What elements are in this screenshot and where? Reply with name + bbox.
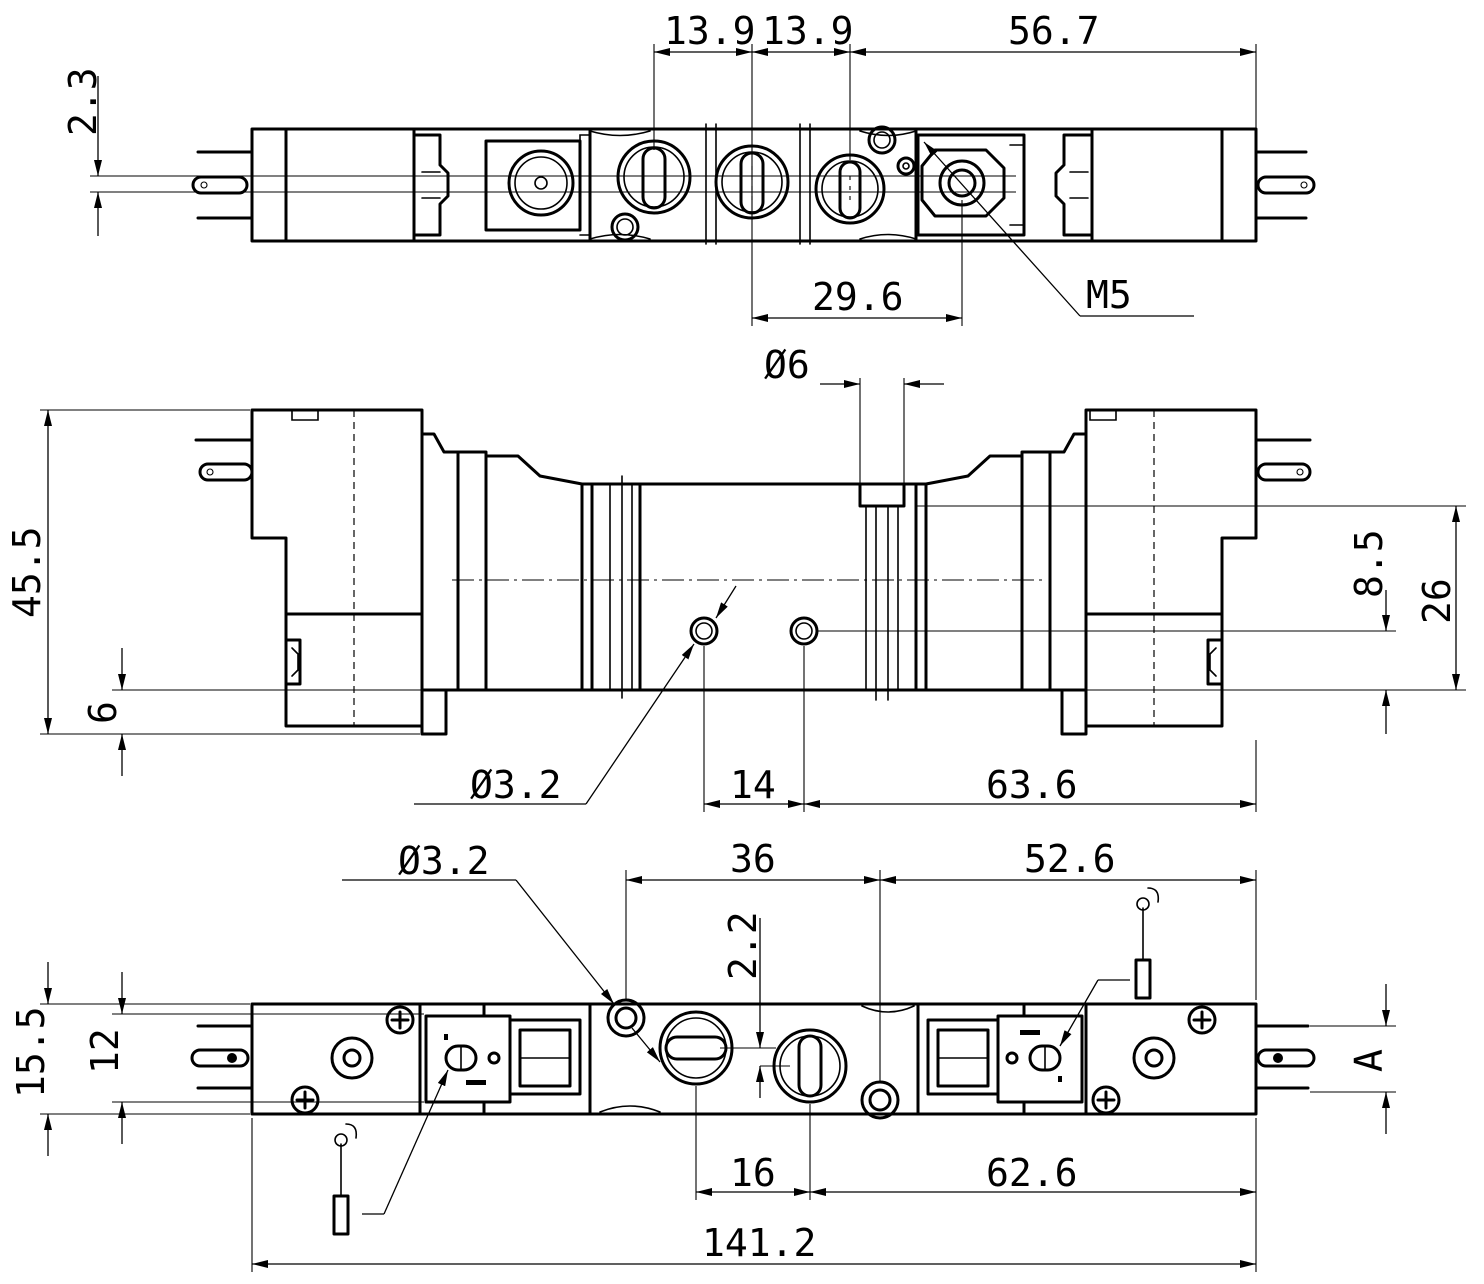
dim-16: 16 [696,1151,810,1196]
top-body-outline [250,127,1258,243]
dim-62-6: 62.6 [810,1151,1256,1196]
side-hole-a [689,616,719,646]
thread-m5-label: M5 [1086,273,1132,317]
dim-52-6: 52.6 [880,837,1256,884]
mount-hole-lower [610,212,640,242]
dim-52-6-label: 52.6 [1024,837,1116,881]
dim-2-3: 2.3 [61,67,105,236]
dim-45-5-label: 45.5 [5,526,49,618]
dim-29-6: 29.6 [752,275,962,322]
mount-hole-upper [867,125,897,155]
side-view: Ø6 45.5 6 8.5 26 [5,343,1466,812]
dim-26: 26 [1415,506,1460,690]
side-hole-b [789,616,819,646]
dim-13-9-a: 13.9 [654,9,756,56]
screw-3 [1187,1005,1217,1035]
dim-26-label: 26 [1415,578,1459,624]
dim-56-7: 56.7 [850,9,1256,56]
dim-62-6-label: 62.6 [986,1151,1078,1195]
nut-right [1132,1036,1176,1080]
dim-phi3-2-side-label: Ø3.2 [470,763,562,807]
dim-36-label: 36 [730,837,776,881]
dim-141-2: 141.2 [252,1221,1256,1268]
dim-6-label: 6 [81,701,125,724]
leader-phi3-2-side: Ø3.2 [414,585,737,807]
dim-13-9-b-label: 13.9 [762,9,854,53]
screwdriver-icon-right [1134,887,1160,1000]
dim-16-label: 16 [730,1151,776,1195]
port-1 [616,139,692,215]
dim-2-2-label: 2.2 [721,911,765,980]
dim-45-5: 45.5 [5,410,52,734]
dim-2-2: 2.2 [721,911,765,1098]
nut-left [330,1036,374,1080]
dim-14-label: 14 [730,763,776,807]
dim-13-9-a-label: 13.9 [664,9,756,53]
valve-body [580,482,928,692]
right-solenoid [1084,408,1258,728]
dim-A-label: A [1347,1049,1391,1072]
screw-2 [290,1085,320,1115]
bottom-body-outline [250,1002,1258,1116]
dim-56-7-label: 56.7 [1008,9,1100,53]
dim-8-5-label: 8.5 [1347,529,1391,598]
dim-63-6-label: 63.6 [986,763,1078,807]
dim-8-5: 8.5 [1347,529,1391,734]
dim-63-6: 63.6 [804,763,1256,808]
dim-141-2-label: 141.2 [702,1221,816,1265]
connector-pins-left [191,150,254,220]
leader-phi3-2-bottom: Ø3.2 [342,839,661,1063]
dim-phi3-2-bottom-label: Ø3.2 [398,839,490,883]
dim-2-3-label: 2.3 [61,67,105,136]
left-solenoid [250,408,424,728]
dim-A: A [1347,984,1391,1134]
dim-12: 12 [83,972,127,1144]
screw-4 [1091,1085,1121,1115]
top-view: 2.3 13.9 13.9 56.7 29.6 M5 [61,9,1316,326]
port-3 [814,153,886,225]
bottom-view: Ø3.2 36 52.6 2.2 15.5 [9,837,1396,1272]
dim-phi6-label: Ø6 [764,343,810,387]
dim-29-6-label: 29.6 [812,275,904,319]
leader-m5: M5 [923,141,1194,317]
dim-phi6: Ø6 [764,343,944,388]
screw-1 [385,1005,415,1035]
dim-6: 6 [81,648,126,776]
dim-15-5-label: 15.5 [9,1006,53,1098]
dim-13-9-b: 13.9 [752,9,854,56]
dim-14: 14 [704,763,804,808]
dim-36: 36 [626,837,880,884]
screwdriver-icon-left [332,1123,358,1236]
dim-15-5: 15.5 [9,962,53,1156]
dim-12-label: 12 [83,1028,127,1074]
connector-pins-right [1254,150,1316,220]
